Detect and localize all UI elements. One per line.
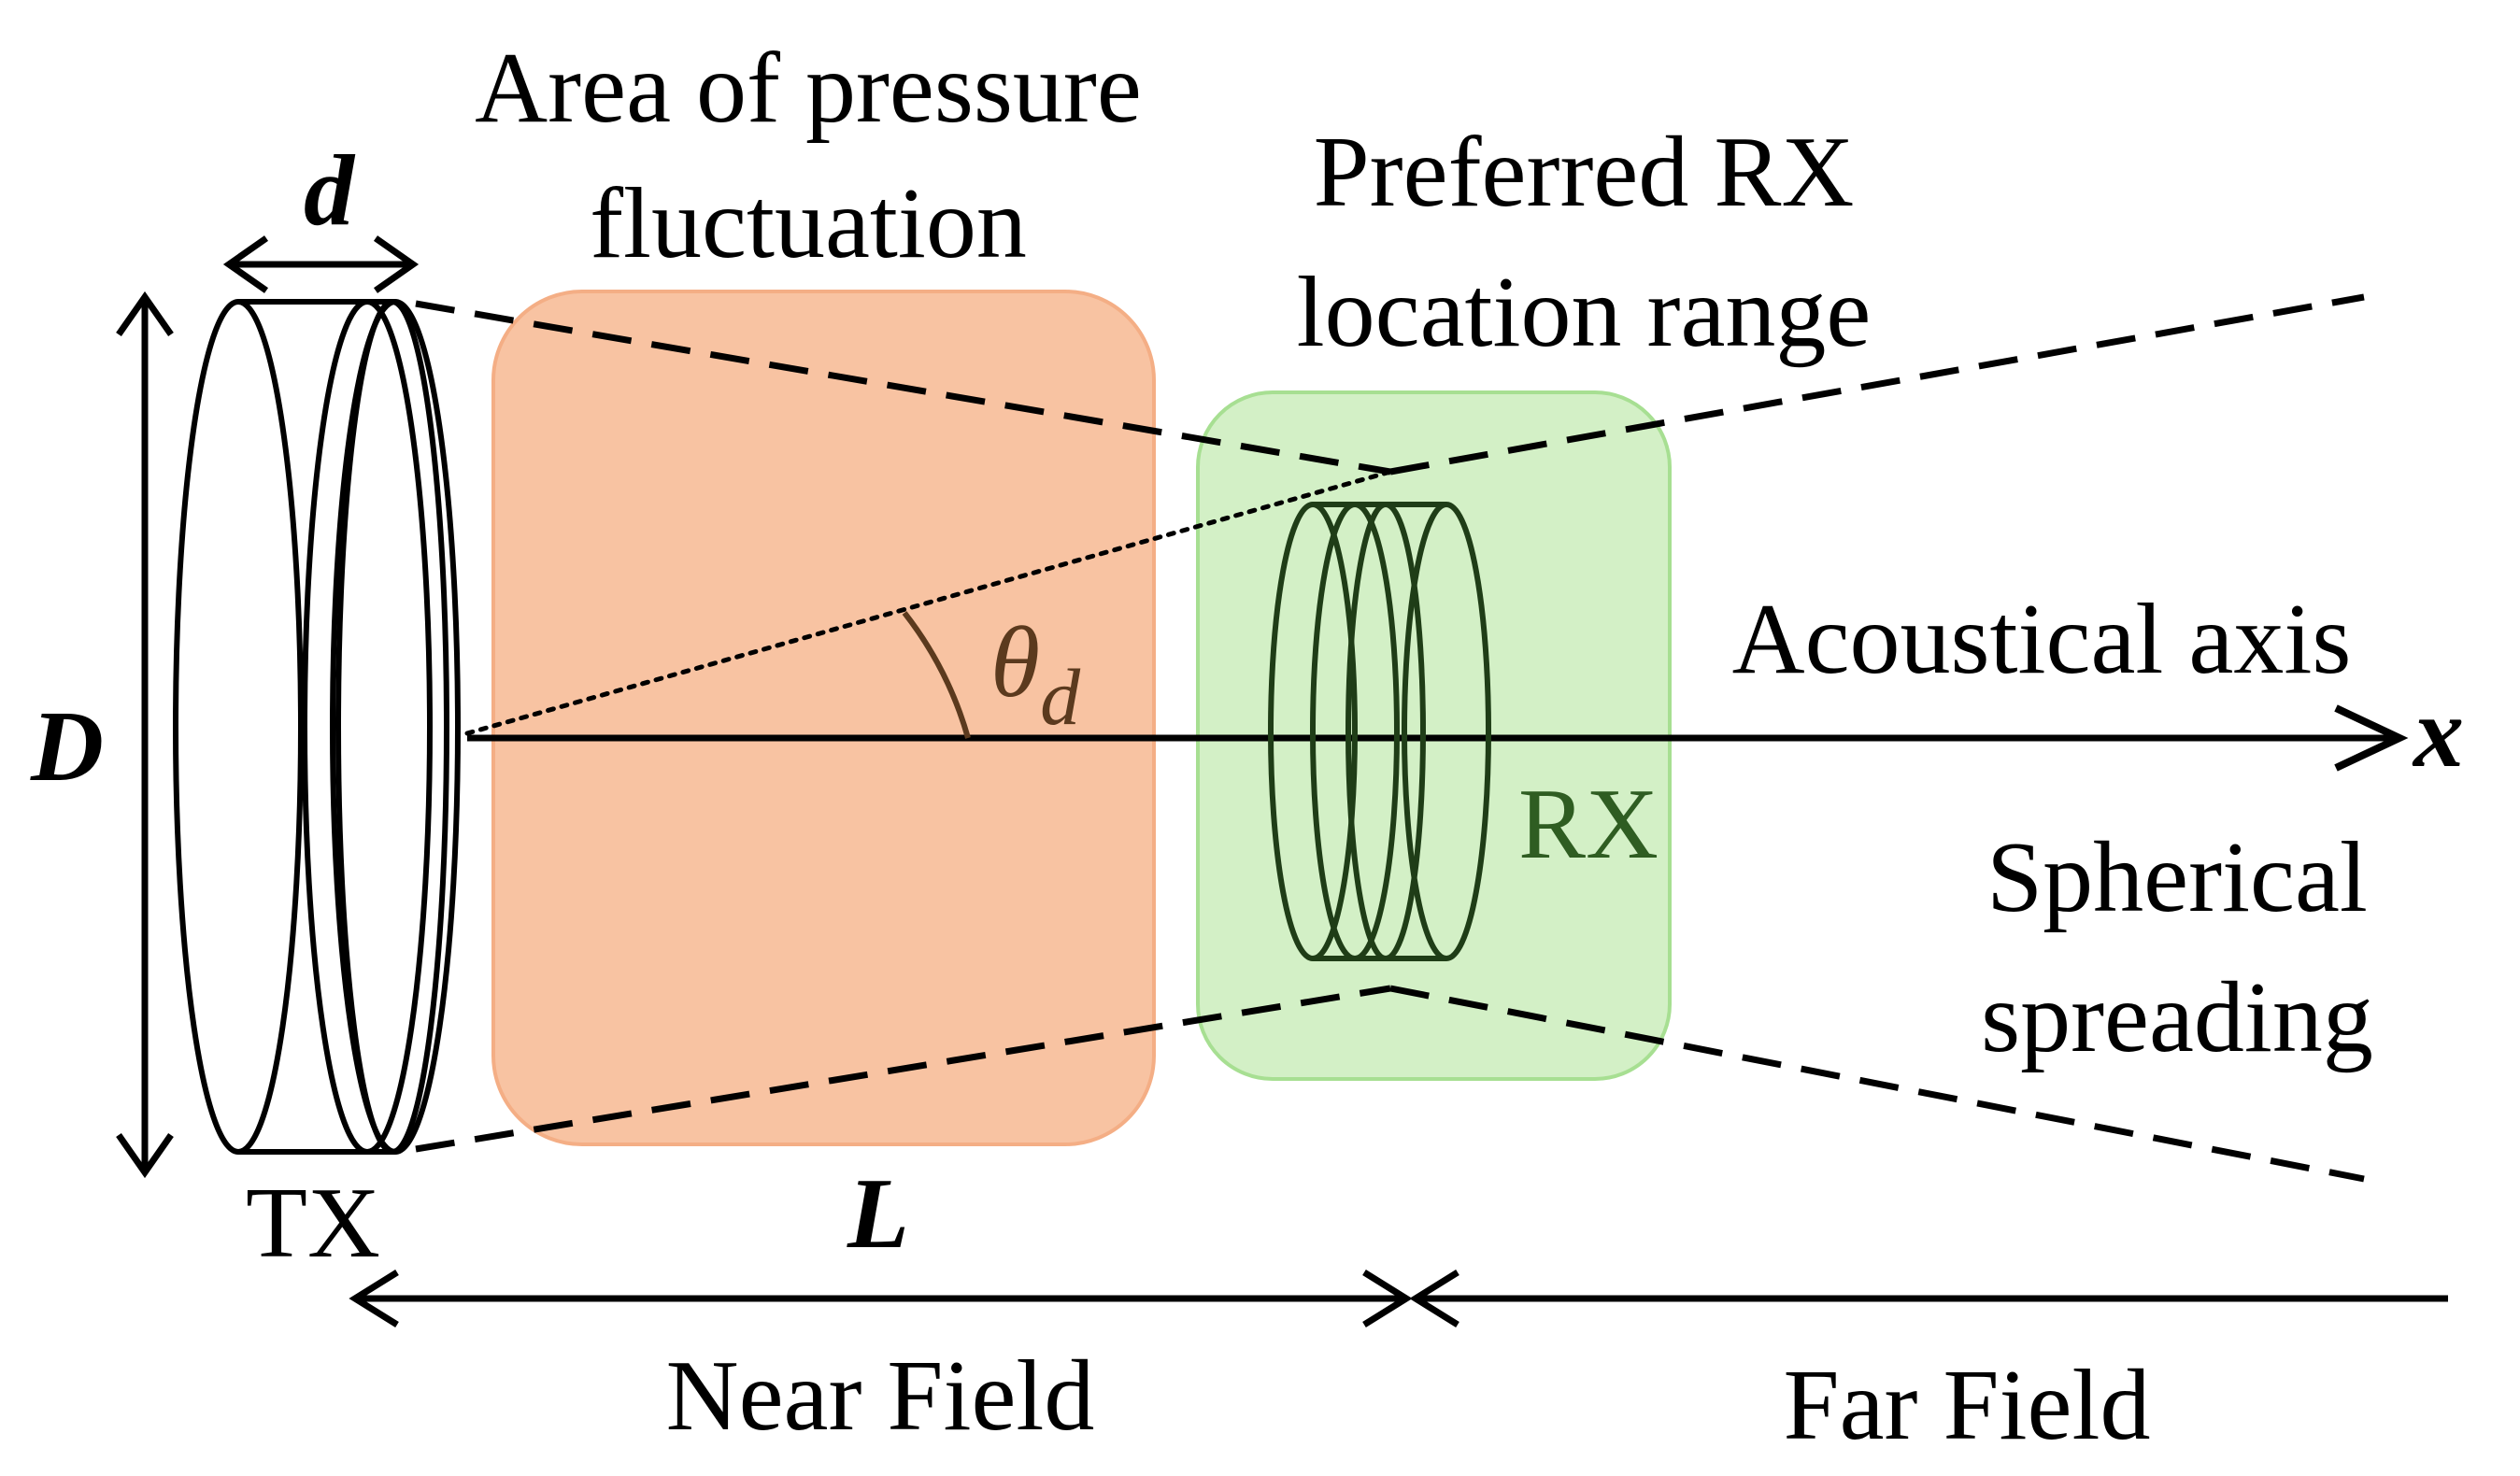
rx-transducer xyxy=(1268,502,1491,961)
beam-boundary-lines xyxy=(415,293,2365,1183)
upper-spreading-edge xyxy=(1389,293,2365,475)
d-dimension-arrow xyxy=(222,235,420,293)
upper-beam-edge xyxy=(415,300,1391,475)
tx-back-face xyxy=(173,299,304,1155)
preferred-rx-label-line2: location range xyxy=(1297,257,1872,368)
rx-label: RX xyxy=(1518,769,1659,880)
divergence-dotted-line xyxy=(464,469,1393,736)
near-field-arrow xyxy=(349,1270,1413,1327)
tx-front-face xyxy=(330,299,461,1155)
tx-transducer xyxy=(173,299,461,1155)
theta-label: θd xyxy=(990,607,1081,742)
area-of-pressure-label-line1: Area of pressure xyxy=(475,33,1142,144)
far-field-label: Far Field xyxy=(1784,1350,2151,1461)
tx-middle-ring xyxy=(302,299,433,1155)
area-of-pressure-label-line2: fluctuation xyxy=(590,168,1027,279)
near-field-pressure-region xyxy=(491,290,1156,1146)
length-label: L xyxy=(847,1158,909,1270)
theta-symbol: θ xyxy=(990,607,1040,718)
d-small-label: d xyxy=(304,135,356,247)
preferred-rx-label-line1: Preferred RX xyxy=(1314,117,1855,228)
spherical-spreading-label-line2: spreading xyxy=(1981,962,2373,1073)
lower-beam-edge xyxy=(415,985,1391,1153)
lower-spreading-edge xyxy=(1389,985,2365,1183)
far-field-arrow xyxy=(1409,1270,2448,1327)
theta-subscript: d xyxy=(1040,652,1081,742)
d-big-label: D xyxy=(30,691,104,802)
big-d-dimension-arrow xyxy=(116,291,174,1179)
near-field-label: Near Field xyxy=(666,1341,1095,1452)
tx-label: TX xyxy=(246,1168,380,1279)
theta-arc xyxy=(902,611,971,739)
acoustical-axis-label: Acoustical axis xyxy=(1732,584,2352,695)
x-axis-label: x xyxy=(2412,677,2464,788)
spherical-spreading-label-line1: Spherical xyxy=(1986,822,2368,933)
axis-arrow-head xyxy=(2334,704,2409,772)
